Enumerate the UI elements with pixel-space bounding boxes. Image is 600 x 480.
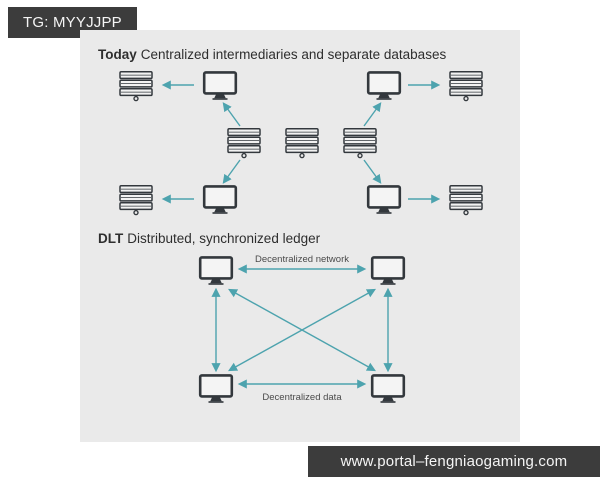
monitor-icon [370, 256, 406, 287]
server-icon [119, 185, 153, 216]
monitor-icon [202, 185, 238, 216]
connection-arrow [363, 102, 382, 127]
dlt-title-bold: DLT [98, 231, 124, 246]
distributed-ledger-diagram: Decentralized network Decentralized data [198, 254, 406, 405]
connection-arrow [222, 102, 241, 127]
dlt-title-text: Distributed, synchronized ledger [127, 231, 321, 246]
telegram-handle-text: TG: MYYJJPP [23, 14, 122, 31]
decentralized-data-label: Decentralized data [262, 392, 342, 403]
monitor-icon [198, 374, 234, 405]
connection-arrow [228, 288, 376, 372]
server-icon [449, 71, 483, 102]
connection-arrow [363, 159, 382, 184]
monitor-icon [202, 71, 238, 102]
today-title-bold: Today [98, 47, 137, 62]
centralized-topology-diagram [119, 71, 483, 216]
server-icon [343, 128, 377, 159]
today-title-text: Centralized intermediaries and separate … [140, 47, 447, 62]
monitor-icon [366, 71, 402, 102]
server-icon [227, 128, 261, 159]
server-icon [449, 185, 483, 216]
decentralized-network-label: Decentralized network [255, 254, 349, 265]
website-url-text: www.portal–fengniaogaming.com [340, 453, 568, 470]
telegram-watermark-badge: TG: MYYJJPP [8, 7, 137, 38]
monitor-icon [370, 374, 406, 405]
monitor-icon [366, 185, 402, 216]
monitor-icon [198, 256, 234, 287]
connection-arrow [222, 159, 241, 184]
website-watermark-badge: www.portal–fengniaogaming.com [308, 446, 600, 477]
server-icon [285, 128, 319, 159]
server-icon [119, 71, 153, 102]
